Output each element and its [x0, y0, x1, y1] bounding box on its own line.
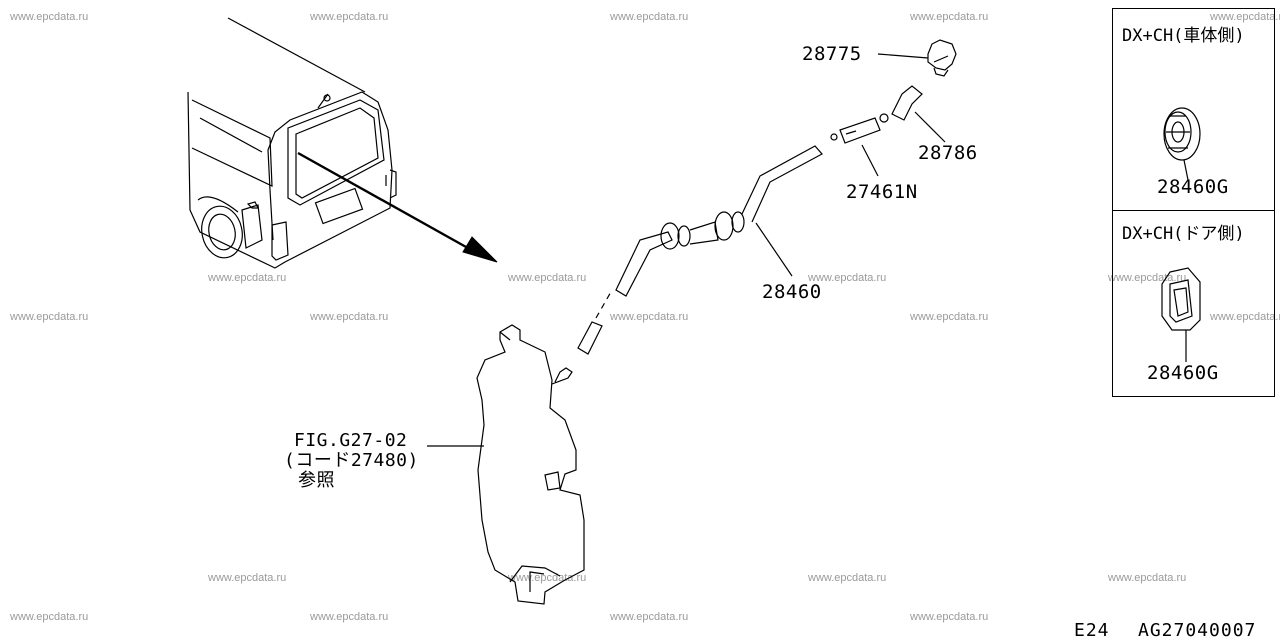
watermark: www.epcdata.ru	[808, 272, 887, 284]
inset-door-side-part: 28460G	[1147, 362, 1219, 384]
part-label-28786: 28786	[918, 142, 978, 164]
watermark: www.epcdata.ru	[910, 611, 989, 623]
reference-fig: FIG.G27-02	[294, 430, 408, 451]
watermark: www.epcdata.ru	[808, 572, 887, 584]
watermark: www.epcdata.ru	[208, 572, 287, 584]
grommet-door-side	[1161, 267, 1201, 362]
part-label-28775: 28775	[802, 43, 862, 65]
watermark: www.epcdata.ru	[508, 272, 587, 284]
watermark: www.epcdata.ru	[910, 11, 989, 23]
nozzle-28775	[927, 39, 957, 77]
watermark: www.epcdata.ru	[1108, 572, 1187, 584]
direction-arrow	[297, 151, 498, 263]
watermark: www.epcdata.ru	[508, 572, 587, 584]
reference-code: (コード27480)	[284, 450, 419, 471]
elbow-hose-28786	[891, 85, 923, 121]
watermark: www.epcdata.ru	[910, 311, 989, 323]
connector-27461n	[830, 113, 889, 144]
watermark: www.epcdata.ru	[610, 311, 689, 323]
footer-section: E24	[1074, 620, 1110, 641]
watermark: www.epcdata.ru	[1210, 11, 1280, 23]
watermark: www.epcdata.ru	[310, 611, 389, 623]
watermark: www.epcdata.ru	[1108, 272, 1187, 284]
watermark: www.epcdata.ru	[610, 611, 689, 623]
inset-body-side-title: DX+CH(車体側)	[1122, 26, 1245, 46]
grommet-body-side	[1163, 107, 1201, 181]
inset-door-side: DX+CH(ドア側) 28460G	[1112, 210, 1275, 397]
part-label-27461n: 27461N	[846, 181, 918, 203]
washer-tank-illustration	[476, 324, 585, 605]
watermark: www.epcdata.ru	[10, 311, 89, 323]
footer-code: AG27040007	[1138, 620, 1257, 641]
watermark: www.epcdata.ru	[310, 11, 389, 23]
watermark: www.epcdata.ru	[10, 611, 89, 623]
watermark: www.epcdata.ru	[1210, 311, 1280, 323]
watermark: www.epcdata.ru	[10, 11, 89, 23]
inset-door-side-title: DX+CH(ドア側)	[1122, 224, 1245, 244]
reference-see: 参照	[298, 470, 335, 491]
inset-body-side: DX+CH(車体側) 28460G	[1112, 8, 1275, 211]
watermark: www.epcdata.ru	[610, 11, 689, 23]
part-label-28460: 28460	[762, 281, 822, 303]
watermark: www.epcdata.ru	[310, 311, 389, 323]
washer-hose-28460	[577, 145, 823, 355]
inset-body-side-part: 28460G	[1157, 176, 1229, 198]
vehicle-rear-illustration	[187, 17, 397, 269]
watermark: www.epcdata.ru	[208, 272, 287, 284]
